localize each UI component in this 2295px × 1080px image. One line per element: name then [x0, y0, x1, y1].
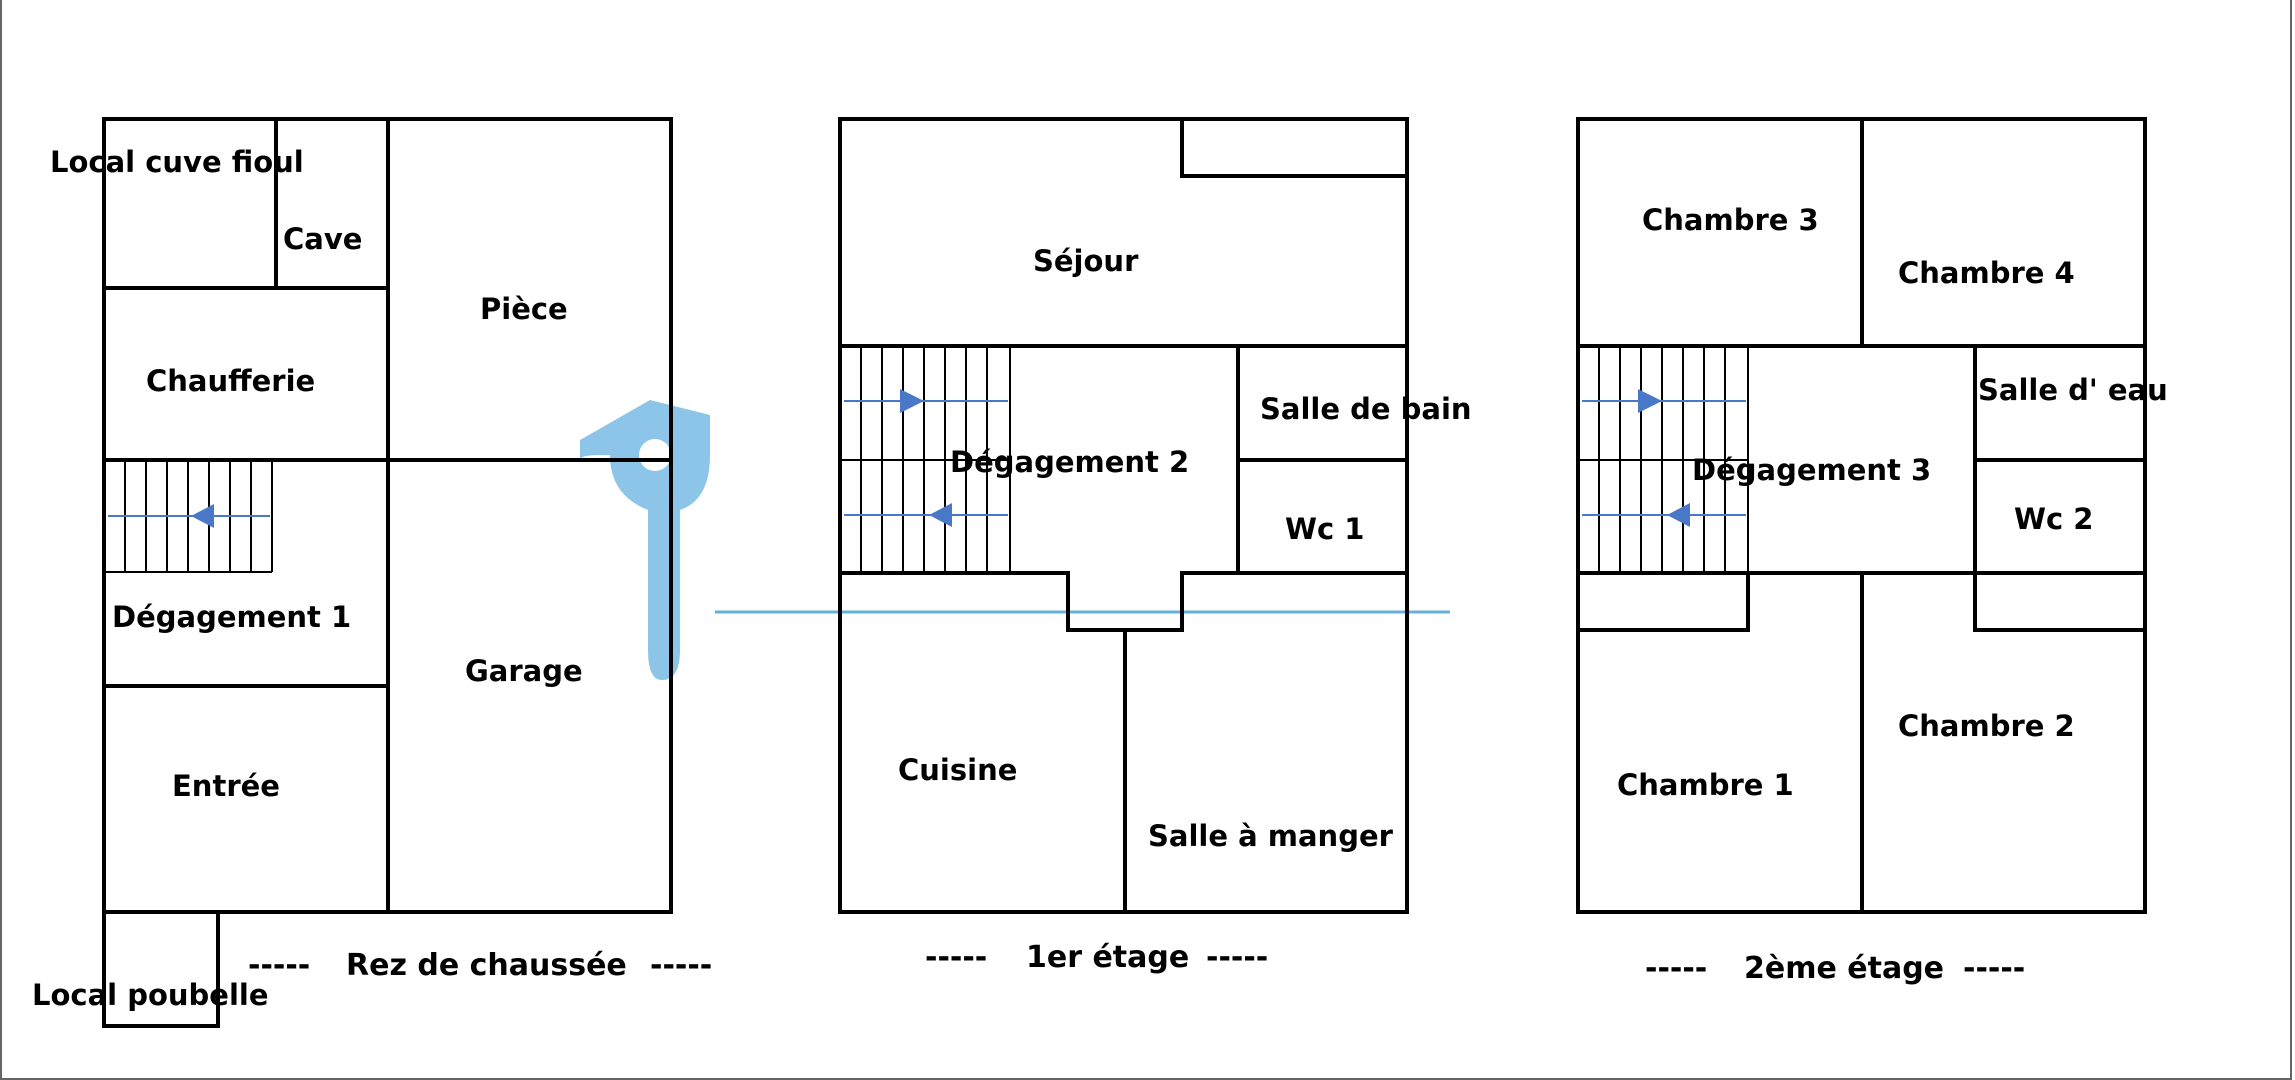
stairs-second: [1578, 346, 1749, 573]
floor-label-dashes-left-1: -----: [925, 940, 987, 975]
floor-label-dashes-right-1: -----: [1206, 940, 1268, 975]
room-piece: Pièce: [480, 292, 568, 326]
floor-label-second: 2ème étage: [1744, 951, 1944, 986]
room-chambre-1: Chambre 1: [1617, 768, 1794, 802]
stairs-first: [840, 346, 1011, 573]
stairs-ground: [104, 460, 273, 573]
floor-label-ground: Rez de chaussée: [346, 948, 627, 983]
floor-label-dashes-right-2: -----: [1963, 951, 2025, 986]
room-sejour: Séjour: [1033, 244, 1139, 278]
floor-label-dashes-right: -----: [650, 948, 712, 983]
room-chambre-4: Chambre 4: [1898, 256, 2075, 290]
room-local-cuve-fioul: Local cuve fioul: [50, 145, 304, 179]
room-degagement-2: Dégagement 2: [950, 445, 1189, 479]
floor-label-dashes-left-2: -----: [1645, 951, 1707, 986]
room-cuisine: Cuisine: [898, 753, 1017, 787]
room-salle-a-manger: Salle à manger: [1148, 819, 1394, 853]
room-chaufferie: Chaufferie: [146, 364, 315, 398]
room-chambre-3: Chambre 3: [1642, 203, 1819, 237]
room-degagement-3: Dégagement 3: [1692, 453, 1931, 487]
floor-label-first: 1er étage: [1026, 940, 1189, 975]
second-floor: [1576, 117, 2147, 914]
room-chambre-2: Chambre 2: [1898, 709, 2075, 743]
room-local-poubelle: Local poubelle: [32, 978, 269, 1012]
room-salle-de-bain: Salle de bain: [1260, 392, 1472, 426]
local-poubelle-box: [102, 910, 220, 1028]
floor-label-dashes-left: -----: [248, 948, 310, 983]
house-key-icon: [580, 400, 1450, 680]
first-floor: [838, 117, 1409, 914]
room-entree: Entrée: [172, 769, 280, 803]
room-degagement-1: Dégagement 1: [112, 600, 351, 634]
room-wc-1: Wc 1: [1285, 512, 1364, 546]
room-cave: Cave: [283, 222, 362, 256]
room-garage: Garage: [465, 654, 583, 688]
room-salle-d-eau: Salle d' eau: [1978, 373, 2168, 407]
room-wc-2: Wc 2: [2014, 502, 2093, 536]
ground-floor: [102, 117, 673, 1028]
